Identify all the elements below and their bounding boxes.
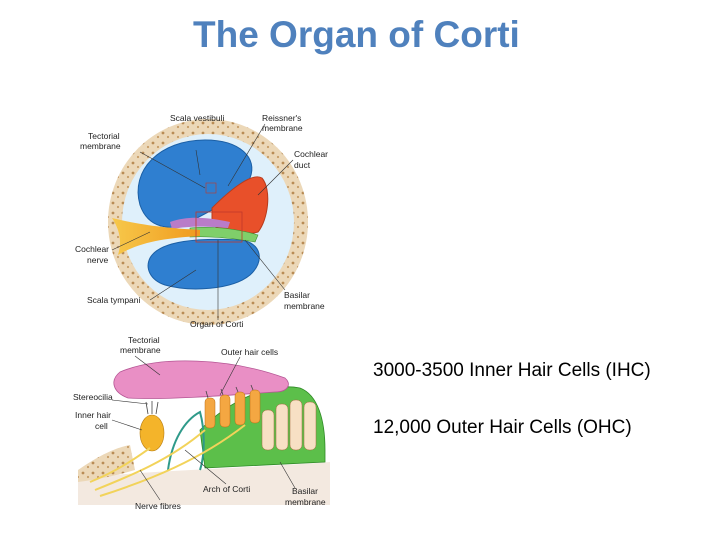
label-scala-tympani: Scala tympani [87, 295, 140, 305]
label-basilar-membrane-top-1: Basilar [284, 290, 310, 300]
cochlear-nerve [112, 218, 200, 255]
zoom-box [195, 211, 243, 243]
label-reissners-membrane-1: Reissner's [262, 113, 301, 123]
label-basilar-membrane-bottom-1: Basilar [292, 486, 318, 496]
organ-of-corti-strip [189, 226, 259, 243]
scala-tympani [147, 238, 260, 290]
organ-of-corti-detail: Tectorial membrane Outer hair cells Ster… [73, 335, 330, 511]
basilar-base [78, 462, 330, 505]
outer-hair-cell-group [204, 389, 261, 429]
label-tectorial-membrane-top-1: Tectorial [88, 131, 120, 141]
ohc-count-text: 12,000 Outer Hair Cells (OHC) [373, 417, 632, 438]
tectorial-membrane-detail [113, 360, 289, 399]
page-title: The Organ of Corti [193, 14, 520, 55]
spiral-limbus [78, 445, 135, 482]
label-cochlear-duct-1: Cochlear [294, 149, 328, 159]
label-cochlear-nerve-1: Cochlear [75, 244, 109, 254]
hensen-cells [261, 399, 317, 451]
label-scala-vestibuli: Scala vestibuli [170, 113, 224, 123]
zoom-box-small [205, 182, 217, 194]
label-outer-hair-cells: Outer hair cells [221, 347, 278, 357]
inner-hair-cell [139, 414, 165, 452]
stereocilia [145, 384, 254, 415]
label-cochlear-nerve-2: nerve [87, 255, 109, 265]
ihc-count-text: 3000-3500 Inner Hair Cells (IHC) [373, 360, 651, 381]
label-tectorial-membrane-bottom-2: membrane [120, 345, 161, 355]
label-stereocilia: Stereocilia [73, 392, 113, 402]
label-inner-hair-cell-2: cell [95, 421, 108, 431]
label-nerve-fibres: Nerve fibres [135, 501, 181, 511]
label-organ-of-corti: Organ of Corti [190, 319, 243, 329]
label-tectorial-membrane-top-2: membrane [80, 141, 121, 151]
nerve-fibres [89, 424, 246, 497]
label-cochlear-duct-2: duct [294, 160, 311, 170]
tectorial-membrane-top [170, 217, 230, 229]
label-basilar-membrane-bottom-2: membrane [285, 497, 326, 507]
label-tectorial-membrane-bottom-1: Tectorial [128, 335, 160, 345]
label-reissners-membrane-2: membrane [262, 123, 303, 133]
label-arch-of-corti: Arch of Corti [203, 484, 250, 494]
label-basilar-membrane-top-2: membrane [284, 301, 325, 311]
cochlea-cross-section: Scala vestibuli Reissner's membrane Tect… [75, 113, 328, 329]
label-inner-hair-cell-1: Inner hair [75, 410, 111, 420]
